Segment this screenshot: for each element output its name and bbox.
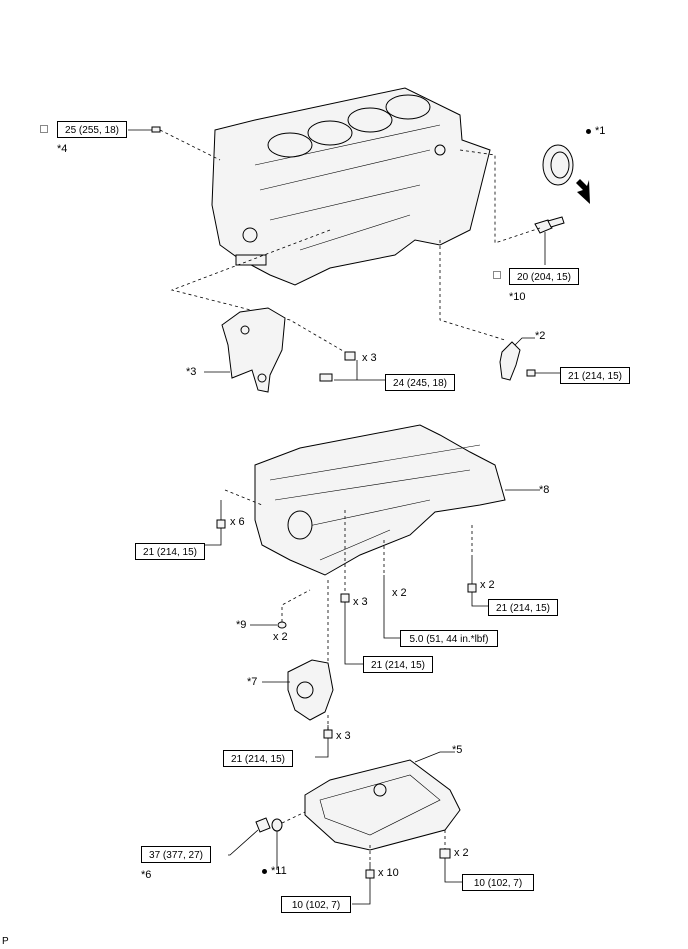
torque-spec: 21 (214, 15) [223,750,293,767]
torque-spec: 21 (214, 15) [488,599,558,616]
quantity: x 2 [480,579,495,591]
callout-11: *11 [262,865,287,878]
oil-seal [542,144,590,204]
bolts-3 [319,351,385,382]
new-part-dot-icon [262,868,267,874]
non-reusable-square-icon [493,271,501,279]
quantity: x 2 [454,847,469,859]
bolts-left-x6 [195,500,226,546]
callout-6: *6 [141,869,152,881]
bolts-right-x2 [467,555,488,607]
torque-spec: 37 (377, 27) [141,846,211,863]
gasket-*11 [271,818,283,832]
oil-pump [262,659,334,721]
callout-3: *3 [186,366,197,378]
quantity: x 3 [353,596,368,608]
callout-1: *1 [586,125,605,138]
drain-plug [228,817,283,870]
callout-4: *4 [57,143,68,155]
quantity: x 2 [273,631,288,643]
callout-9: *9 [236,619,247,631]
callout-10: *10 [509,291,526,303]
bolts-mid-x3 [340,593,365,665]
oil-pressure-switch [534,216,565,265]
torque-spec: 21 (214, 15) [560,367,630,384]
callout-7: *7 [247,676,258,688]
torque-spec: 10 (102, 7) [281,896,351,913]
knock-sensor [499,337,560,381]
direction-arrow-icon [576,179,590,204]
oil-pan [304,751,461,851]
quantity: x 6 [230,516,245,528]
engine-mounting-bracket [204,307,286,393]
torque-spec: 21 (214, 15) [135,543,205,560]
quantity: x 2 [392,587,407,599]
callout-8: *8 [539,484,550,496]
non-reusable-square-icon [40,125,48,133]
torque-spec: 10 (102, 7) [462,874,534,891]
quantity: x 3 [336,730,351,742]
stud-bolts [383,575,400,639]
torque-spec: 5.0 (51, 44 in.*lbf) [400,630,498,647]
torque-spec: 20 (204, 15) [509,268,579,285]
quantity: x 10 [378,867,399,879]
bolt-4 [128,126,161,133]
corner-label: P [2,936,9,947]
callout-2: *2 [535,330,546,342]
new-part-dot-icon [586,128,591,134]
torque-spec: 24 (245, 18) [385,374,455,391]
quantity: x 3 [362,352,377,364]
torque-spec: 25 (255, 18) [57,121,127,138]
crankcase-*8 [254,424,540,576]
torque-spec: 21 (214, 15) [363,656,433,673]
callout-5: *5 [452,744,463,756]
o-ring-*9 [250,621,287,629]
pan-bolts-x10 [352,862,375,905]
bolts-pump-x3 [315,725,333,758]
cylinder-block [211,87,491,286]
